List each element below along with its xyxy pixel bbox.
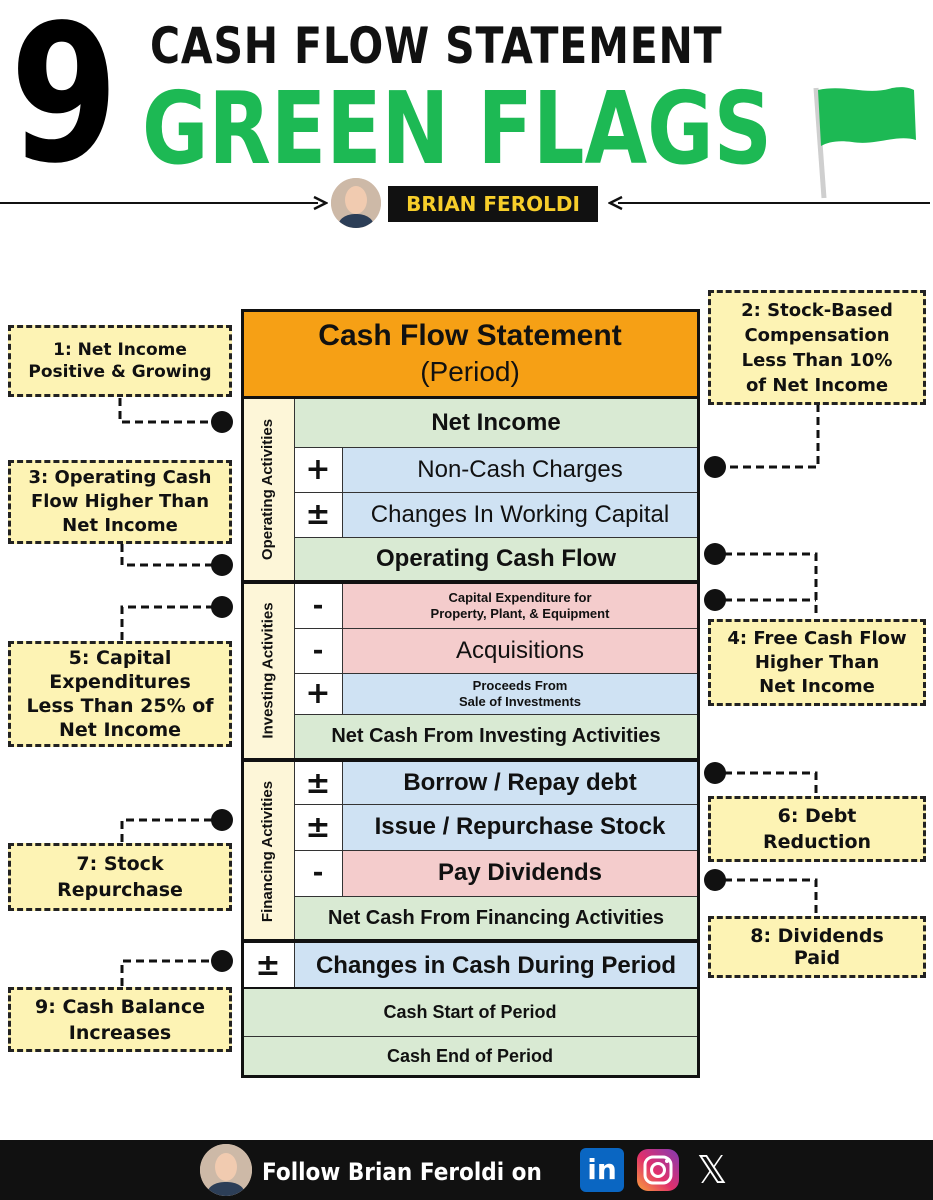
row-issue-repurchase-stock: Issue / Repurchase Stock bbox=[342, 804, 698, 850]
footer-follow-text: Follow Brian Feroldi on bbox=[262, 1158, 542, 1186]
footer-bar bbox=[0, 1140, 933, 1200]
connector-dot bbox=[704, 589, 726, 611]
title-line1: CASH FLOW STATEMENT bbox=[150, 17, 723, 75]
connector-dot bbox=[704, 543, 726, 565]
row-proceeds-investments: Proceeds From Sale of Investments bbox=[342, 673, 698, 714]
row-borrow-repay-debt: Borrow / Repay debt bbox=[342, 762, 698, 804]
connector-dot bbox=[211, 596, 233, 618]
row-change-in-cash: Changes in Cash During Period bbox=[294, 943, 698, 988]
sign-plus-minus: ± bbox=[294, 492, 342, 537]
grid-line bbox=[242, 1036, 698, 1037]
row-non-cash-charges: Non-Cash Charges bbox=[342, 447, 698, 492]
row-pay-dividends: Pay Dividends bbox=[342, 850, 698, 896]
grid-line bbox=[294, 628, 698, 629]
table-border bbox=[697, 309, 700, 1078]
grid-line bbox=[294, 714, 698, 715]
right-arrowhead-icon bbox=[313, 195, 328, 211]
row-working-capital: Changes In Working Capital bbox=[342, 492, 698, 537]
grid-line bbox=[294, 492, 698, 493]
table-border bbox=[241, 1075, 699, 1078]
capex-line1: Capital Expenditure for bbox=[448, 590, 592, 605]
grid-line bbox=[294, 447, 698, 448]
grid-line bbox=[342, 584, 343, 714]
connector-dot bbox=[211, 950, 233, 972]
grid-line bbox=[342, 447, 343, 537]
grid-line bbox=[294, 850, 698, 851]
capex-line2: Property, Plant, & Equipment bbox=[430, 606, 610, 621]
title-line2: GREEN FLAGS bbox=[142, 70, 772, 187]
table-border bbox=[241, 987, 699, 989]
instagram-icon[interactable] bbox=[636, 1148, 680, 1192]
connector-dot bbox=[211, 809, 233, 831]
proceeds-line1: Proceeds From bbox=[472, 677, 568, 693]
connector-dot bbox=[211, 554, 233, 576]
grid-line bbox=[294, 398, 295, 988]
table-border bbox=[241, 396, 699, 399]
connector-dot bbox=[704, 456, 726, 478]
right-arrow-line bbox=[618, 202, 930, 204]
author-name-badge: BRIAN FEROLDI bbox=[388, 186, 598, 222]
row-net-investing: Net Cash From Investing Activities bbox=[294, 714, 698, 759]
section-label-operating: Operating Activities bbox=[242, 398, 294, 581]
row-net-financing: Net Cash From Financing Activities bbox=[294, 896, 698, 940]
x-icon[interactable]: 𝕏 bbox=[696, 1148, 728, 1192]
green-flag-icon bbox=[813, 87, 916, 199]
author-avatar bbox=[331, 178, 381, 228]
sign-plus: + bbox=[294, 673, 342, 714]
row-acquisitions: Acquisitions bbox=[342, 628, 698, 673]
sign-minus: - bbox=[294, 850, 342, 896]
row-cash-start: Cash Start of Period bbox=[242, 988, 698, 1036]
section-label-financing: Financing Activities bbox=[242, 762, 294, 940]
grid-line bbox=[294, 804, 698, 805]
footer-avatar bbox=[200, 1144, 252, 1196]
proceeds-line2: Sale of Investments bbox=[458, 693, 582, 709]
table-border bbox=[241, 309, 244, 1078]
row-net-income: Net Income bbox=[294, 398, 698, 447]
connector-dot bbox=[704, 762, 726, 784]
left-arrowhead-icon bbox=[608, 195, 623, 211]
statement-title: Cash Flow Statement bbox=[318, 319, 622, 352]
table-border bbox=[241, 939, 699, 943]
grid-line bbox=[294, 896, 698, 897]
connector-dot bbox=[211, 411, 233, 433]
sign-plus-minus: ± bbox=[242, 943, 294, 988]
sign-plus-minus: ± bbox=[294, 762, 342, 804]
statement-header: Cash Flow Statement (Period) bbox=[242, 310, 698, 398]
row-operating-cash-flow: Operating Cash Flow bbox=[294, 537, 698, 581]
table-border bbox=[241, 309, 699, 312]
connector-dot bbox=[704, 869, 726, 891]
grid-line bbox=[342, 762, 343, 896]
table-border bbox=[241, 758, 699, 762]
big-number: 9 bbox=[10, 0, 119, 205]
grid-line bbox=[294, 537, 698, 538]
sign-minus: - bbox=[294, 628, 342, 673]
left-arrow-line bbox=[0, 202, 318, 204]
row-capital-expenditure: Capital Expenditure for Property, Plant,… bbox=[342, 584, 698, 628]
section-label-investing: Investing Activities bbox=[242, 581, 294, 759]
table-border bbox=[241, 580, 699, 584]
statement-subtitle: (Period) bbox=[420, 356, 520, 387]
sign-plus: + bbox=[294, 447, 342, 492]
row-cash-end: Cash End of Period bbox=[242, 1036, 698, 1076]
linkedin-icon[interactable]: in bbox=[580, 1148, 624, 1192]
grid-line bbox=[294, 673, 698, 674]
sign-plus-minus: ± bbox=[294, 804, 342, 850]
sign-minus: - bbox=[294, 584, 342, 628]
